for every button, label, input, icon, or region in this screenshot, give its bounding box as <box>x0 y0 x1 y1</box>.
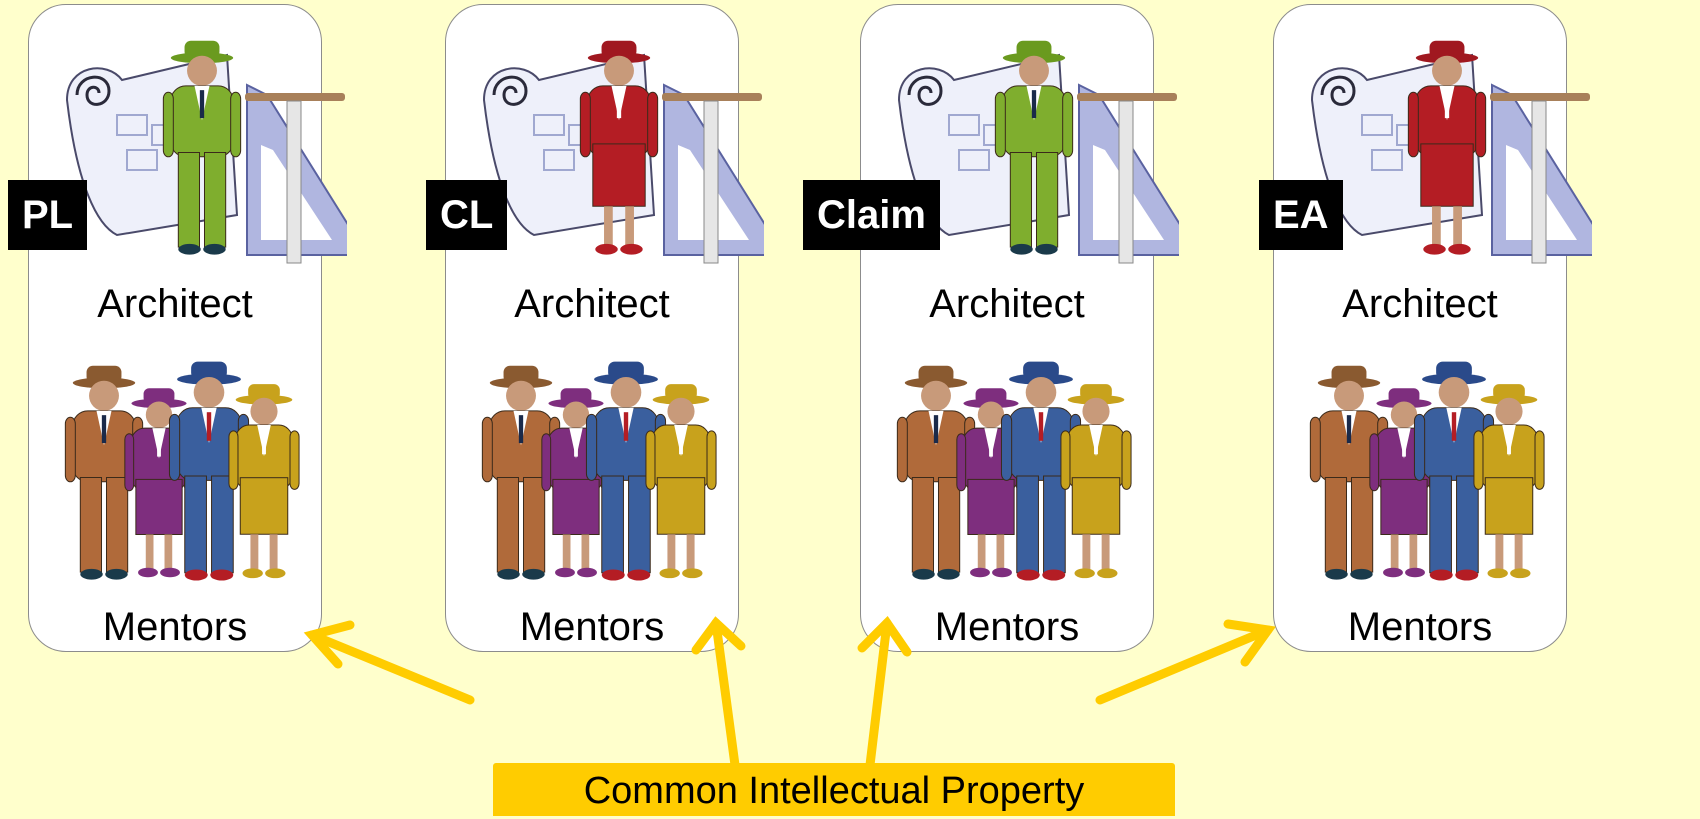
architect-label: Architect <box>929 282 1085 326</box>
mentors-label: Mentors <box>519 605 665 649</box>
mentors-illustration <box>1309 361 1545 581</box>
mentors-label: Mentors <box>1347 605 1493 649</box>
role-card-ea: Architect <box>1273 4 1592 652</box>
mentors-illustration <box>481 361 717 581</box>
arrow-to-pl <box>307 630 475 705</box>
role-card-cl: Architect <box>445 4 764 652</box>
mentors-illustration <box>896 361 1132 581</box>
role-card-claim: Architect <box>860 4 1179 652</box>
architect-illustration <box>1310 40 1592 264</box>
arrowhead-pl <box>303 620 355 669</box>
architect-illustration <box>65 40 347 264</box>
tag-claim: Claim <box>803 180 940 250</box>
mentors-illustration <box>64 361 300 581</box>
tag-cl: CL <box>426 180 508 250</box>
arrow-to-cl <box>711 618 740 770</box>
role-card-pl: Architect <box>28 4 347 652</box>
mentors-label: Mentors <box>934 605 1080 649</box>
architect-illustration <box>482 40 764 264</box>
architect-label: Architect <box>514 282 670 326</box>
arrowhead-ea <box>1223 619 1276 667</box>
arrow-to-claim <box>865 618 892 770</box>
tag-ea: EA <box>1259 180 1343 250</box>
arrowhead-cl <box>691 616 746 655</box>
architect-illustration <box>897 40 1179 264</box>
common-ip-box: Common Intellectual Property <box>493 763 1175 816</box>
mentors-label: Mentors <box>102 605 248 649</box>
arrowhead-claim <box>857 615 912 657</box>
arrow-to-ea <box>1095 625 1273 705</box>
architect-label: Architect <box>1342 282 1498 326</box>
tag-pl: PL <box>8 180 88 250</box>
architect-label: Architect <box>97 282 253 326</box>
